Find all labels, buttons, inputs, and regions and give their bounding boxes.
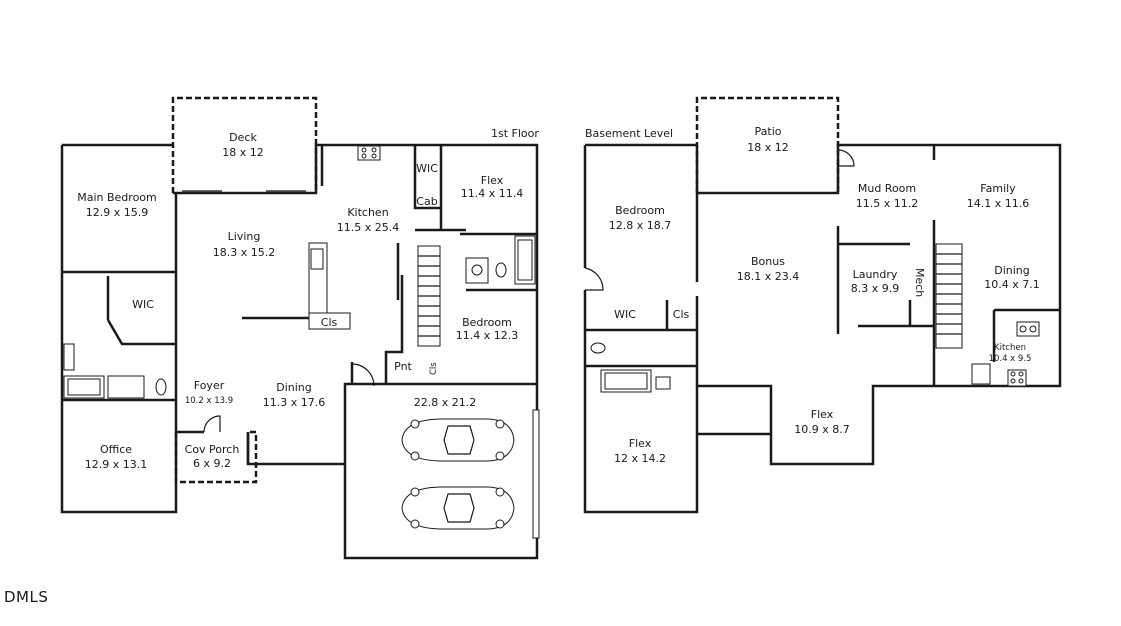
label-cls-vertical: Cls — [429, 362, 439, 375]
stove-icon — [1007, 369, 1027, 387]
room-dims-laundry: 8.3 x 9.9 — [851, 282, 900, 295]
room-dims-family: 14.1 x 11.6 — [967, 197, 1030, 210]
room-dims-basement-bedroom: 12.8 x 18.7 — [609, 219, 672, 232]
fridge-icon — [971, 363, 991, 385]
room-name-mud-room: Mud Room — [858, 182, 916, 195]
first-floor-exterior-wall — [60, 143, 539, 560]
label-wic-main: WIC — [132, 298, 154, 311]
door-swing — [203, 415, 221, 433]
room-dims-basement-flex-left: 12 x 14.2 — [614, 452, 666, 465]
room-name-cov-porch: Cov Porch — [185, 443, 240, 456]
sink-icon — [655, 376, 671, 390]
sink-icon — [1016, 321, 1040, 337]
room-dims-basement-flex-right: 10.9 x 8.7 — [794, 423, 850, 436]
first-floor-interior-wall — [62, 145, 538, 464]
room-dims-office: 12.9 x 13.1 — [85, 458, 148, 471]
room-dims-foyer: 10.2 x 13.9 — [185, 396, 233, 406]
door-swing — [584, 267, 604, 291]
toilet-icon — [590, 342, 606, 354]
room-name-deck: Deck — [229, 131, 257, 144]
room-name-family: Family — [980, 182, 1016, 195]
label-pnt: Pnt — [394, 360, 412, 373]
room-name-laundry: Laundry — [853, 268, 898, 281]
room-dims-bedroom: 11.4 x 12.3 — [456, 329, 519, 342]
room-name-bedroom: Bedroom — [462, 316, 512, 329]
room-dims-living: 18.3 x 15.2 — [213, 246, 276, 259]
room-name-basement-flex-right: Flex — [811, 408, 834, 421]
room-dims-mud-room: 11.5 x 11.2 — [856, 197, 919, 210]
room-dims-garage: 22.8 x 21.2 — [414, 396, 477, 409]
shower-icon — [107, 375, 145, 399]
sink-icon — [310, 248, 324, 270]
car-icon — [401, 418, 515, 462]
stove-icon — [357, 145, 381, 161]
room-dims-bonus: 18.1 x 23.4 — [737, 270, 800, 283]
cov-porch-outline — [174, 430, 258, 484]
room-dims-main-bedroom: 12.9 x 15.9 — [86, 206, 149, 219]
first-floor-title: 1st Floor — [491, 127, 539, 140]
stairs-icon — [935, 243, 963, 349]
room-dims-cov-porch: 6 x 9.2 — [193, 457, 231, 470]
label-mech: Mech — [913, 268, 926, 297]
room-name-basement-kitchen: Kitchen — [994, 343, 1026, 353]
label-cls-island: Cls — [321, 316, 338, 329]
room-dims-basement-kitchen: 10.4 x 9.5 — [989, 354, 1032, 364]
room-name-kitchen: Kitchen — [347, 206, 388, 219]
room-dims-kitchen: 11.5 x 25.4 — [337, 221, 400, 234]
basement-interior-wall — [585, 145, 1060, 386]
car-icon — [401, 486, 515, 530]
room-name-flex: Flex — [481, 174, 504, 187]
basement-title: Basement Level — [585, 127, 673, 140]
label-basement-wic: WIC — [614, 308, 636, 321]
room-name-living: Living — [228, 230, 261, 243]
room-name-office: Office — [100, 443, 132, 456]
room-name-bonus: Bonus — [751, 255, 785, 268]
garage-door — [532, 409, 540, 539]
label-basement-cls: Cls — [673, 308, 690, 321]
room-dims-deck: 18 x 12 — [222, 146, 264, 159]
door-swing — [837, 149, 855, 167]
room-name-basement-bedroom: Bedroom — [615, 204, 665, 217]
stairs-icon — [417, 245, 441, 347]
room-dims-basement-dining: 10.4 x 7.1 — [984, 278, 1040, 291]
basement-exterior-wall — [583, 143, 1062, 514]
door-swing — [351, 363, 375, 387]
vanity-icon — [63, 343, 75, 371]
room-dims-dining: 11.3 x 17.6 — [263, 396, 326, 409]
room-dims-patio: 18 x 12 — [747, 141, 789, 154]
room-name-dining: Dining — [276, 381, 312, 394]
room-name-patio: Patio — [755, 125, 782, 138]
brand-logo-text: DMLS — [4, 588, 49, 606]
first-floor-plan: 1st Floor Deck 18 x 12 Main Bedroom 12.9… — [60, 96, 540, 560]
label-cab: Cab — [416, 195, 437, 208]
toilet-icon — [155, 378, 167, 396]
toilet-icon — [495, 262, 507, 278]
room-dims-flex: 11.4 x 11.4 — [461, 187, 524, 200]
room-name-main-bedroom: Main Bedroom — [77, 191, 157, 204]
basement-plan: Basement Level Patio 18 x 12 Bedroom 12.… — [583, 96, 1062, 514]
room-name-foyer: Foyer — [194, 379, 225, 392]
label-wic-flex: WIC — [416, 162, 438, 175]
closet-box — [308, 312, 351, 330]
room-name-basement-dining: Dining — [994, 264, 1030, 277]
room-name-basement-flex-left: Flex — [629, 437, 652, 450]
